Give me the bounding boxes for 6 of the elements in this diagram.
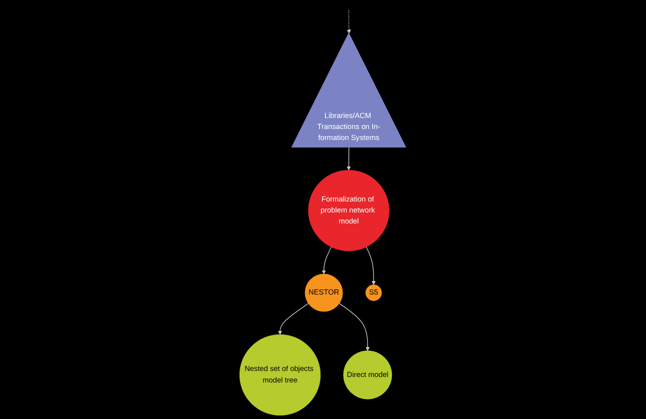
arrow: [322, 246, 332, 274]
arrow: [347, 10, 352, 34]
arrow: [366, 246, 376, 285]
arrow: [339, 303, 370, 351]
arrow: [347, 147, 352, 170]
arrow: [278, 303, 310, 335]
